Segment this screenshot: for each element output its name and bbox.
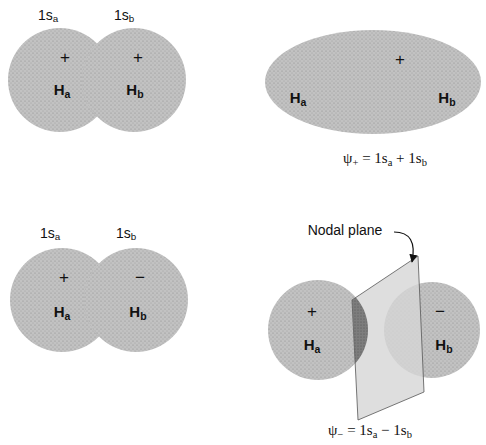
phase-sign: + — [60, 49, 70, 68]
atom-label: Hb — [129, 304, 146, 321]
phase-sign: + — [395, 51, 405, 70]
text-holder: 1sb — [114, 6, 134, 24]
text-holder: + — [307, 303, 317, 322]
text-holder: Ha — [290, 89, 307, 107]
text-holder: + — [395, 51, 405, 70]
atomic-orbital: + Ha — [268, 280, 368, 380]
text-holder: Ha — [54, 81, 71, 99]
orbital-label: Nodal plane — [308, 223, 383, 238]
orbital-shape — [265, 30, 481, 134]
atom-label: Ha — [304, 337, 321, 354]
leader-arrow — [394, 232, 413, 262]
text-holder: + — [60, 49, 70, 68]
text-holder: Nodal plane — [308, 221, 383, 239]
phase-sign: + — [307, 303, 317, 322]
orbital-label: 1sb — [116, 226, 136, 241]
orbital-fill — [84, 248, 188, 352]
text-holder: Ha — [54, 303, 71, 321]
text-holder: + — [59, 269, 69, 288]
text-holder: + — [133, 49, 143, 68]
atom-label: Ha — [54, 304, 71, 321]
text-holder: 1sa — [38, 6, 58, 24]
orbital-label: 1sa — [40, 226, 60, 241]
orbital-label: 1sb — [114, 8, 134, 23]
text-holder: ψ+ = 1sa + 1sb — [343, 149, 427, 167]
atom-label: Hb — [438, 90, 455, 107]
text-holder: − — [135, 269, 145, 288]
nodal-plane — [352, 256, 424, 420]
orbital-shape — [84, 248, 188, 352]
text-holder: Hb — [129, 303, 146, 321]
text-holder: Ha — [304, 336, 321, 354]
text-holder: Hb — [435, 336, 452, 354]
orbital-fill — [268, 280, 368, 380]
atom-label: Ha — [290, 90, 307, 107]
plane-overlap — [352, 256, 424, 420]
orbital-fill — [82, 28, 186, 132]
wavefunction-equation: ψ+ = 1sa + 1sb — [343, 150, 427, 167]
atomic-orbital: + Hb — [82, 28, 186, 132]
atom-label: Hb — [435, 337, 452, 354]
orbital-fill — [265, 30, 481, 134]
molecular-orbital: + Ha Hb — [265, 30, 481, 134]
atom-label: Hb — [126, 82, 143, 99]
phase-sign: + — [133, 49, 143, 68]
text-holder: ψ− = 1sa − 1sb — [328, 421, 412, 439]
atom-label: Ha — [54, 82, 71, 99]
phase-sign: + — [59, 269, 69, 288]
atomic-orbital: − Hb — [84, 248, 188, 352]
text-holder: Hb — [126, 81, 143, 99]
text-holder: 1sa — [40, 224, 60, 242]
text-holder: Hb — [438, 89, 455, 107]
orbital-shape — [82, 28, 186, 132]
orbital-label: 1sa — [38, 8, 58, 23]
phase-sign: − — [435, 303, 445, 322]
text-holder: − — [435, 303, 445, 322]
orbital-shape — [268, 280, 368, 380]
wavefunction-equation: ψ− = 1sa − 1sb — [328, 422, 412, 439]
text-holder: 1sb — [116, 224, 136, 242]
phase-sign: − — [135, 269, 145, 288]
